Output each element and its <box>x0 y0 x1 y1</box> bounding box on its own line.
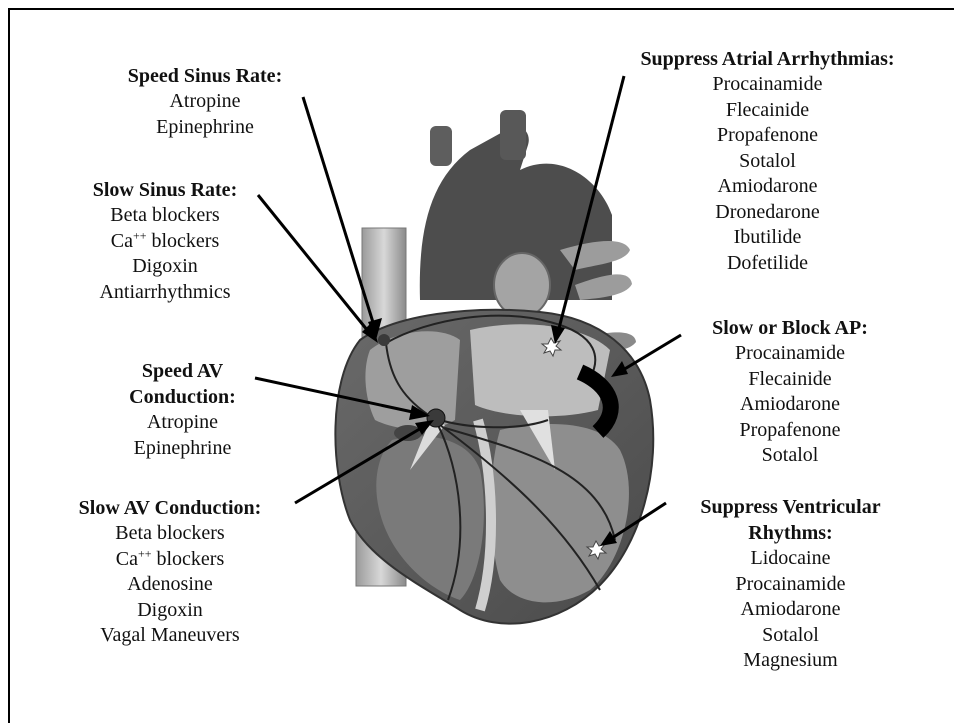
slow-block-ap-heading: Slow or Block AP: <box>675 315 905 341</box>
speed-av-heading: Conduction: <box>100 384 265 410</box>
suppress-atrial-item: Ibutilide <box>595 225 940 251</box>
suppress-atrial-item: Dronedarone <box>595 200 940 226</box>
slow-block-ap-item: Sotalol <box>675 443 905 469</box>
slow-sinus-heading: Slow Sinus Rate: <box>55 177 275 203</box>
pulmonary-trunk <box>494 253 550 317</box>
speed-av-item: Epinephrine <box>100 436 265 462</box>
speed-av-item: Atropine <box>100 410 265 436</box>
speed-sinus-heading: Speed Sinus Rate: <box>90 63 320 89</box>
suppress-atrial-item: Dofetilide <box>595 251 940 277</box>
slow-block-ap-item: Procainamide <box>675 341 905 367</box>
group-speed-av: Speed AV Conduction: Atropine Epinephrin… <box>100 358 265 461</box>
suppress-ventricular-heading: Rhythms: <box>668 520 913 546</box>
suppress-atrial-item: Flecainide <box>595 98 940 124</box>
group-slow-block-ap: Slow or Block AP: Procainamide Flecainid… <box>675 315 905 469</box>
slow-av-item: Vagal Maneuvers <box>40 623 300 649</box>
speed-av-heading: Speed AV <box>100 358 265 384</box>
slow-av-item: Digoxin <box>40 598 300 624</box>
slow-sinus-item: Digoxin <box>55 254 275 280</box>
suppress-atrial-item: Amiodarone <box>595 174 940 200</box>
slow-sinus-item: Antiarrhythmics <box>55 280 275 306</box>
slow-block-ap-item: Amiodarone <box>675 392 905 418</box>
slow-av-item: Adenosine <box>40 572 300 598</box>
slow-block-ap-item: Flecainide <box>675 367 905 393</box>
group-speed-sinus: Speed Sinus Rate: Atropine Epinephrine <box>90 63 320 140</box>
slow-av-heading: Slow AV Conduction: <box>40 495 300 521</box>
slow-block-ap-item: Propafenone <box>675 418 905 444</box>
suppress-atrial-item: Propafenone <box>595 123 940 149</box>
speed-sinus-item: Atropine <box>90 89 320 115</box>
suppress-atrial-item: Sotalol <box>595 149 940 175</box>
suppress-atrial-item: Procainamide <box>595 72 940 98</box>
suppress-ventricular-item: Magnesium <box>668 648 913 674</box>
group-slow-av: Slow AV Conduction: Beta blockers Ca++ b… <box>40 495 300 649</box>
sa-node <box>378 334 390 346</box>
suppress-ventricular-item: Amiodarone <box>668 597 913 623</box>
suppress-ventricular-item: Lidocaine <box>668 546 913 572</box>
suppress-ventricular-item: Procainamide <box>668 572 913 598</box>
slow-sinus-item: Beta blockers <box>55 203 275 229</box>
slow-av-item: Beta blockers <box>40 521 300 547</box>
suppress-ventricular-item: Sotalol <box>668 623 913 649</box>
group-slow-sinus: Slow Sinus Rate: Beta blockers Ca++ bloc… <box>55 177 275 305</box>
aortic-branch-2 <box>500 110 526 160</box>
slow-av-item: Ca++ blockers <box>40 547 300 573</box>
aortic-branch <box>430 126 452 166</box>
suppress-atrial-heading: Suppress Atrial Arrhythmias: <box>595 46 940 72</box>
speed-sinus-item: Epinephrine <box>90 115 320 141</box>
suppress-ventricular-heading: Suppress Ventricular <box>668 494 913 520</box>
group-suppress-ventricular: Suppress Ventricular Rhythms: Lidocaine … <box>668 494 913 674</box>
slow-sinus-item: Ca++ blockers <box>55 229 275 255</box>
group-suppress-atrial: Suppress Atrial Arrhythmias: Procainamid… <box>595 46 940 276</box>
